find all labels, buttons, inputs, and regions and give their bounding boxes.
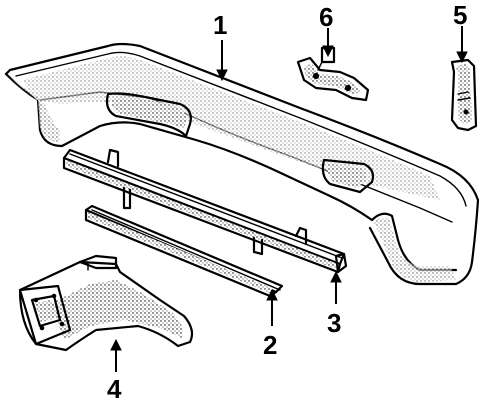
callout-4: 4 xyxy=(107,374,122,404)
callout-5: 5 xyxy=(453,0,467,30)
callout-1: 1 xyxy=(213,10,227,40)
callout-3: 3 xyxy=(327,308,341,338)
arrow-3 xyxy=(330,270,342,283)
upper-reinforcement xyxy=(84,204,284,298)
mounting-bracket xyxy=(296,46,370,102)
callout-2: 2 xyxy=(263,330,277,360)
callout-6: 6 xyxy=(319,2,333,32)
arrow-6 xyxy=(322,45,334,58)
bumper-cover xyxy=(4,42,480,286)
lower-reinforcement xyxy=(62,148,348,274)
arrow-1 xyxy=(216,69,228,82)
arrow-4 xyxy=(110,338,122,351)
arrow-5 xyxy=(456,51,468,64)
energy-absorber xyxy=(18,254,194,352)
arrow-2 xyxy=(266,288,278,301)
side-bracket xyxy=(450,58,478,132)
